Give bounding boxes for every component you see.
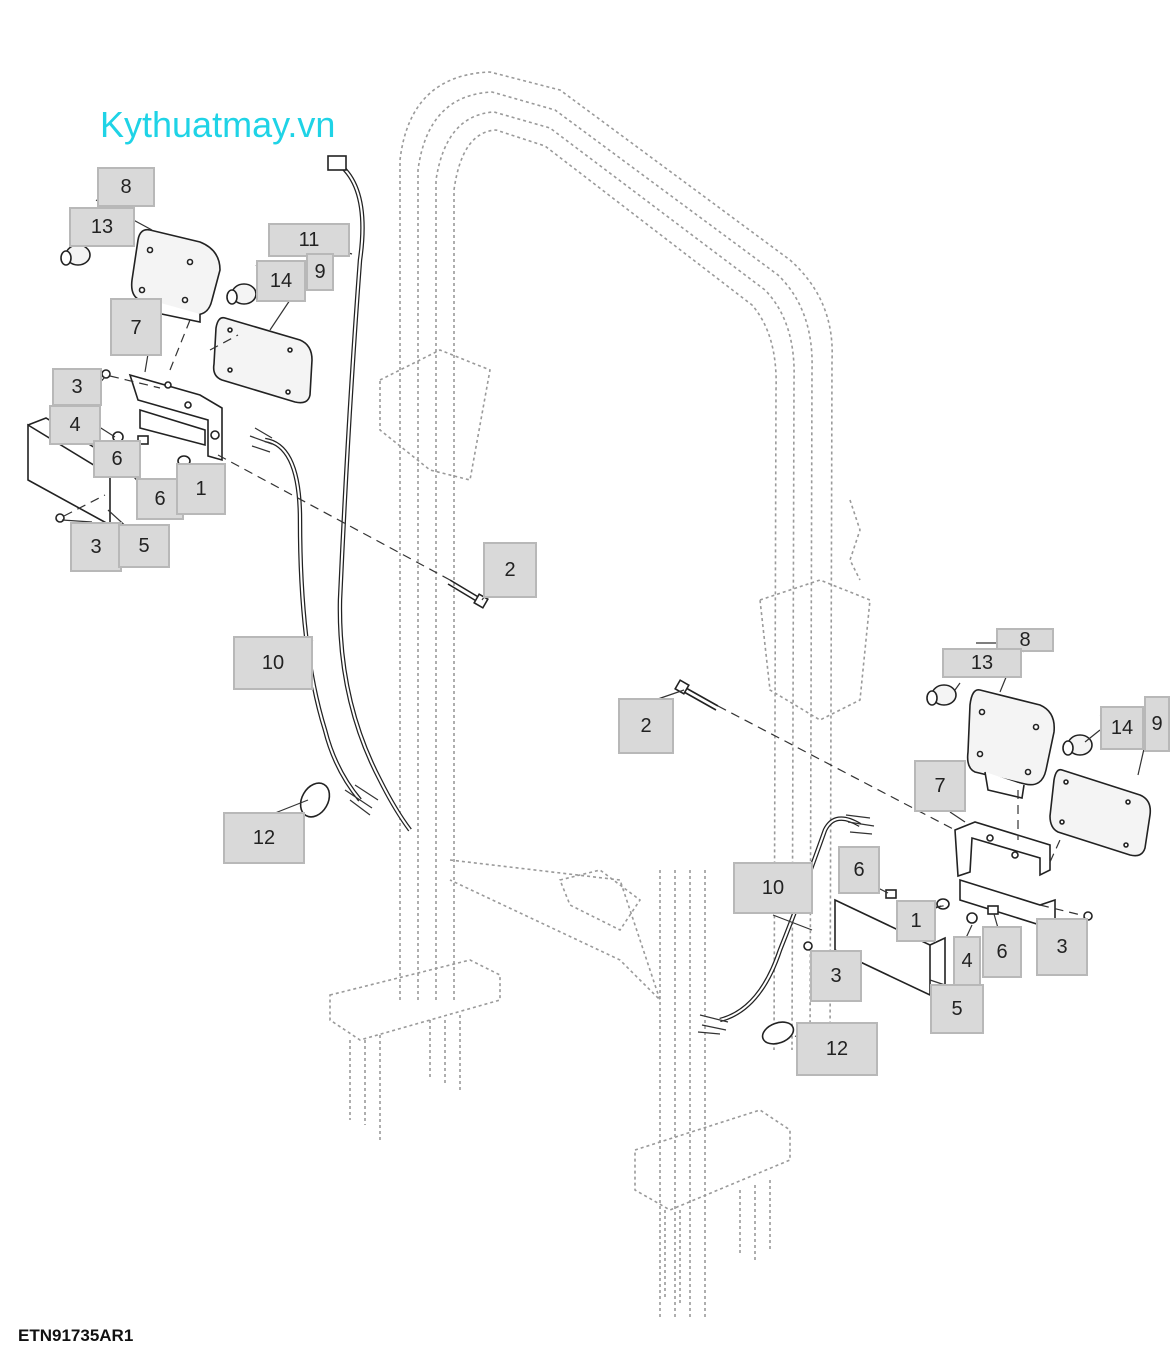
figure-id: ETN91735AR1 [18,1326,134,1345]
nut-4-right [966,912,978,924]
work-lamp-8-right [966,689,1056,799]
callout-4-right: 4 [953,936,981,986]
grommet-1-right [936,898,950,910]
callout-1-right: 1 [896,900,936,942]
callout-13-left: 13 [69,207,135,247]
screw-3-left-lower [55,513,65,523]
callout-3-left-upper: 3 [52,368,102,406]
fasteners-right [803,889,1093,951]
callout-7-right: 7 [914,760,966,812]
clip-nut-6-right-a [885,889,897,899]
assembly-lines [63,319,1086,917]
mounting-bracket-7-left [128,373,223,462]
bulb-13-left [60,244,91,266]
bulb-13-right [926,684,957,706]
work-lamp-9-left [212,316,313,404]
clip-12-left [299,782,331,818]
callout-1-left: 1 [176,463,226,515]
callout-7-left: 7 [110,298,162,356]
work-lamp-9-right [1049,768,1152,857]
clip-nut-6-right-b [987,905,999,915]
clip-12-right [761,1021,795,1045]
callout-3-right-upper: 3 [1036,918,1088,976]
callout-10-right: 10 [733,862,813,914]
wire-harness-11 [327,155,412,832]
callout-10-left: 10 [233,636,313,690]
callout-6-right-b: 6 [982,926,1022,978]
callout-14-right: 14 [1100,706,1144,750]
callout-8-left: 8 [97,167,155,207]
callout-11-left: 11 [268,223,350,257]
callout-2-right: 2 [618,698,674,754]
callout-2-left: 2 [483,542,537,598]
callout-14-left: 14 [256,260,306,302]
callout-6-left-a: 6 [93,440,141,478]
callout-12-right: 12 [796,1022,878,1076]
callout-6-right-a: 6 [838,846,880,894]
bolt-2-right [674,679,719,711]
screw-3-left-upper [101,369,111,379]
wire-harness-10 [249,427,379,816]
bulb-14-left [226,283,257,305]
rops-frame [329,71,871,1320]
callout-4-left: 4 [49,405,101,445]
callout-3-left-lower: 3 [70,522,122,572]
callout-12-left: 12 [223,812,305,864]
mounting-bracket-7-right [954,821,1056,926]
callout-5-left: 5 [118,524,170,568]
callout-13-right: 13 [942,648,1022,678]
bulb-14-right [1062,734,1093,756]
work-lamp-8-left [130,228,221,323]
callout-9-left: 9 [306,253,334,291]
watermark: Kythuatmay.vn [100,104,336,145]
callout-3-right-lower: 3 [810,950,862,1002]
callout-5-right: 5 [930,984,984,1034]
callout-9-right: 9 [1144,696,1170,752]
connector-plug [327,155,347,171]
screw-3-right-lower [803,941,813,951]
